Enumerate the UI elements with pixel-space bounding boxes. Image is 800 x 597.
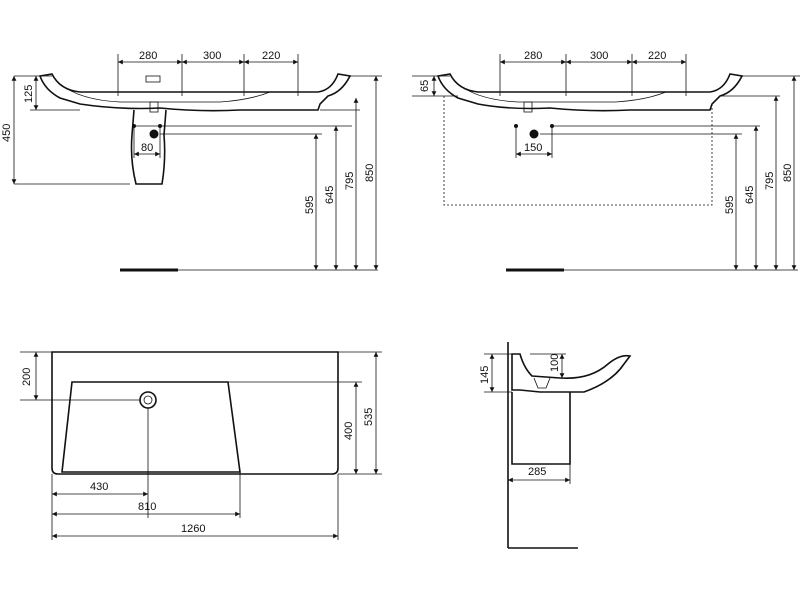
dim-label: 80 (141, 142, 153, 154)
dim-label: 645 (324, 186, 336, 204)
bowl-outline (61, 381, 241, 473)
dim-label: 595 (304, 196, 316, 214)
furniture-section (511, 392, 571, 465)
waste-point-icon (149, 129, 159, 139)
dim-label: 65 (419, 80, 431, 92)
dim-label: 285 (528, 466, 546, 478)
dim-label: 300 (203, 50, 221, 62)
dim-label: 850 (782, 164, 794, 182)
dim-label: 450 (1, 124, 13, 142)
dim-label: 850 (364, 164, 376, 182)
front-pedestal-view: 280 300 220 125 450 80 595 645 795 850 (1, 50, 382, 272)
waste-point-icon (529, 129, 539, 139)
dim-label: 1260 (181, 523, 205, 535)
basin-top-outline (51, 351, 339, 475)
overflow-slot (145, 75, 161, 83)
section-view: 145 100 285 (479, 342, 632, 549)
dim-label: 145 (479, 366, 491, 384)
dim-label: 220 (648, 50, 666, 62)
dim-label: 150 (524, 142, 542, 154)
dim-label: 200 (21, 368, 33, 386)
furniture-outline (443, 96, 713, 206)
dim-label: 280 (524, 50, 542, 62)
dim-label: 125 (23, 85, 35, 103)
dim-label: 280 (139, 50, 157, 62)
dim-label: 810 (138, 501, 156, 513)
dim-label: 595 (724, 196, 736, 214)
basin-outline (38, 73, 352, 112)
pedestal (130, 109, 167, 185)
basin-outline (436, 73, 744, 112)
waste-outlet (523, 101, 533, 113)
dim-label: 645 (744, 186, 756, 204)
dim-label: 220 (262, 50, 280, 62)
dim-label: 400 (343, 422, 355, 440)
waste-hole-icon (139, 391, 157, 409)
waste-outlet (149, 101, 159, 113)
plan-view: 200 400 535 430 810 1260 (20, 351, 382, 540)
front-furniture-view: 280 300 220 65 150 595 645 795 850 (412, 50, 800, 272)
dim-label: 795 (344, 172, 356, 190)
dim-label: 535 (363, 408, 375, 426)
dim-label: 300 (590, 50, 608, 62)
basin-section (511, 353, 632, 393)
dim-label: 100 (549, 354, 561, 372)
dim-label: 430 (90, 481, 108, 493)
dim-label: 795 (764, 172, 776, 190)
